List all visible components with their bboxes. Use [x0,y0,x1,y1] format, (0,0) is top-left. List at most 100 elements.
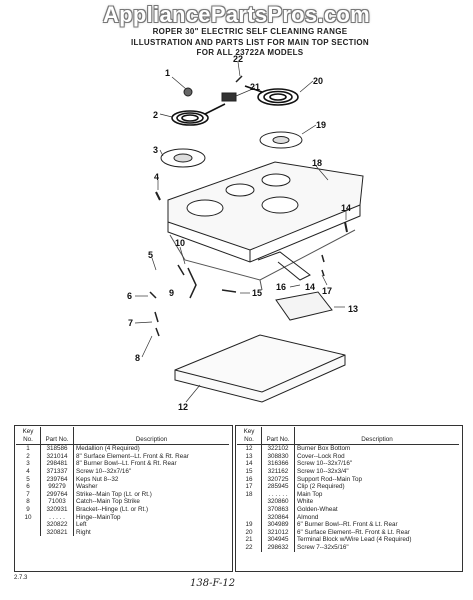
key-cell: 6 [16,483,41,491]
leader-lines [134,61,347,403]
header-description: Description [294,427,459,446]
part-number-cell: 299764 [40,490,74,499]
description-cell: White [297,498,314,506]
support-rod-16 [257,251,311,281]
hinge-10 [187,267,197,299]
callout-13: 13 [348,304,358,314]
callout-19: 19 [316,120,326,130]
key-cell: 8 [16,498,41,506]
description-cell: Main Top [297,490,323,498]
callout-7: 7 [128,318,133,328]
handwritten-note: 138-F-12 [190,578,236,589]
part-number-cell: 320931 [40,505,74,514]
description-cell: Cover--Lock Rod [297,452,345,460]
callout-2: 2 [153,110,158,120]
part-number-cell: 298632 [261,543,295,552]
description-cell: Support Rod--Main Top [297,475,362,483]
title-line-3: FOR ALL 23722A MODELS [196,48,304,57]
burner-bowl-19 [259,131,303,149]
callout-3: 3 [153,145,158,155]
description-cell: Golden-Wheat [297,505,338,513]
surface-element-2 [171,103,226,126]
clip-17 [321,254,325,277]
part-number-cell: 320725 [261,475,295,484]
key-cell: 22 [237,543,262,552]
part-number-cell: 71003 [40,498,74,506]
callout-12: 12 [178,402,188,412]
part-number-cell: 316366 [261,460,295,468]
key-cell: 21 [237,536,262,544]
part-number-cell: . . . . . . [261,490,295,499]
part-number-cell: . . . . . [40,513,74,522]
key-cell: 15 [237,467,262,476]
part-number-cell: 321012 [261,528,295,537]
part-number-cell: 371337 [40,467,74,476]
part-number-cell: 320860 [261,498,295,506]
part-number-cell: 285945 [261,483,295,491]
description-cell: 8" Burner Bowl--Lt. Front & Rt. Rear [76,460,177,468]
key-cell [237,505,262,514]
callout-16: 16 [276,282,286,292]
key-cell: 3 [16,460,41,468]
key-cell: 5 [16,475,41,484]
key-cell [16,521,41,529]
header-part: Part No. [40,427,74,446]
key-cell: 2 [16,452,41,461]
key-cell: 20 [237,528,262,537]
callout-9: 9 [169,288,174,298]
description-cell: Catch--Main Top Strike [76,498,140,506]
callout-1: 1 [165,68,170,78]
key-cell: 13 [237,452,262,461]
part-number-cell: 321014 [40,452,74,461]
description-cell: Burner Box Bottom [297,445,351,453]
screw-15 [221,289,237,293]
exploded-parts-diagram: 1 2 3 4 5 6 7 8 9 10 12 13 14 14 15 16 1… [127,54,364,412]
screw-14 [344,221,348,233]
callout-14-lower: 14 [305,282,315,292]
part-number-cell: 370863 [261,505,295,514]
description-cell: Almond [297,513,319,521]
description-cell: 8" Surface Element--Lt. Front & Rt. Rear [76,452,189,460]
callout-20: 20 [313,76,323,86]
callout-6: 6 [127,291,132,301]
header-part: Part No. [261,427,295,446]
part-number-cell: 239764 [40,475,74,484]
surface-element-20 [244,85,299,106]
main-top-18 [167,161,364,291]
screw-4 [155,191,161,201]
callout-4: 4 [154,172,159,182]
key-cell: 4 [16,467,41,476]
description-cell: Right [76,528,91,536]
description-cell: Screw 10--32x7/16" [76,467,132,475]
callout-22: 22 [233,54,243,64]
key-cell: 10 [16,513,41,522]
table-row: 18. . . . . .Main Top [237,490,459,499]
part-number-cell: 304989 [261,521,295,529]
header-key: Key No. [237,427,262,446]
key-cell: 14 [237,460,262,468]
key-cell: 16 [237,475,262,484]
description-cell: Strike--Main Top (Lt. or Rt.) [76,490,152,498]
description-cell: 6" Burner Bowl--Rt. Front & Lt. Rear [297,521,398,529]
description-cell: Screw 7--32x5/16" [297,543,349,551]
description-cell: Screw 10--32x3/4" [297,467,349,475]
key-cell: 12 [237,444,262,453]
description-cell: Screw 10--32x7/16" [297,460,353,468]
part-number-cell: 320864 [261,513,295,522]
